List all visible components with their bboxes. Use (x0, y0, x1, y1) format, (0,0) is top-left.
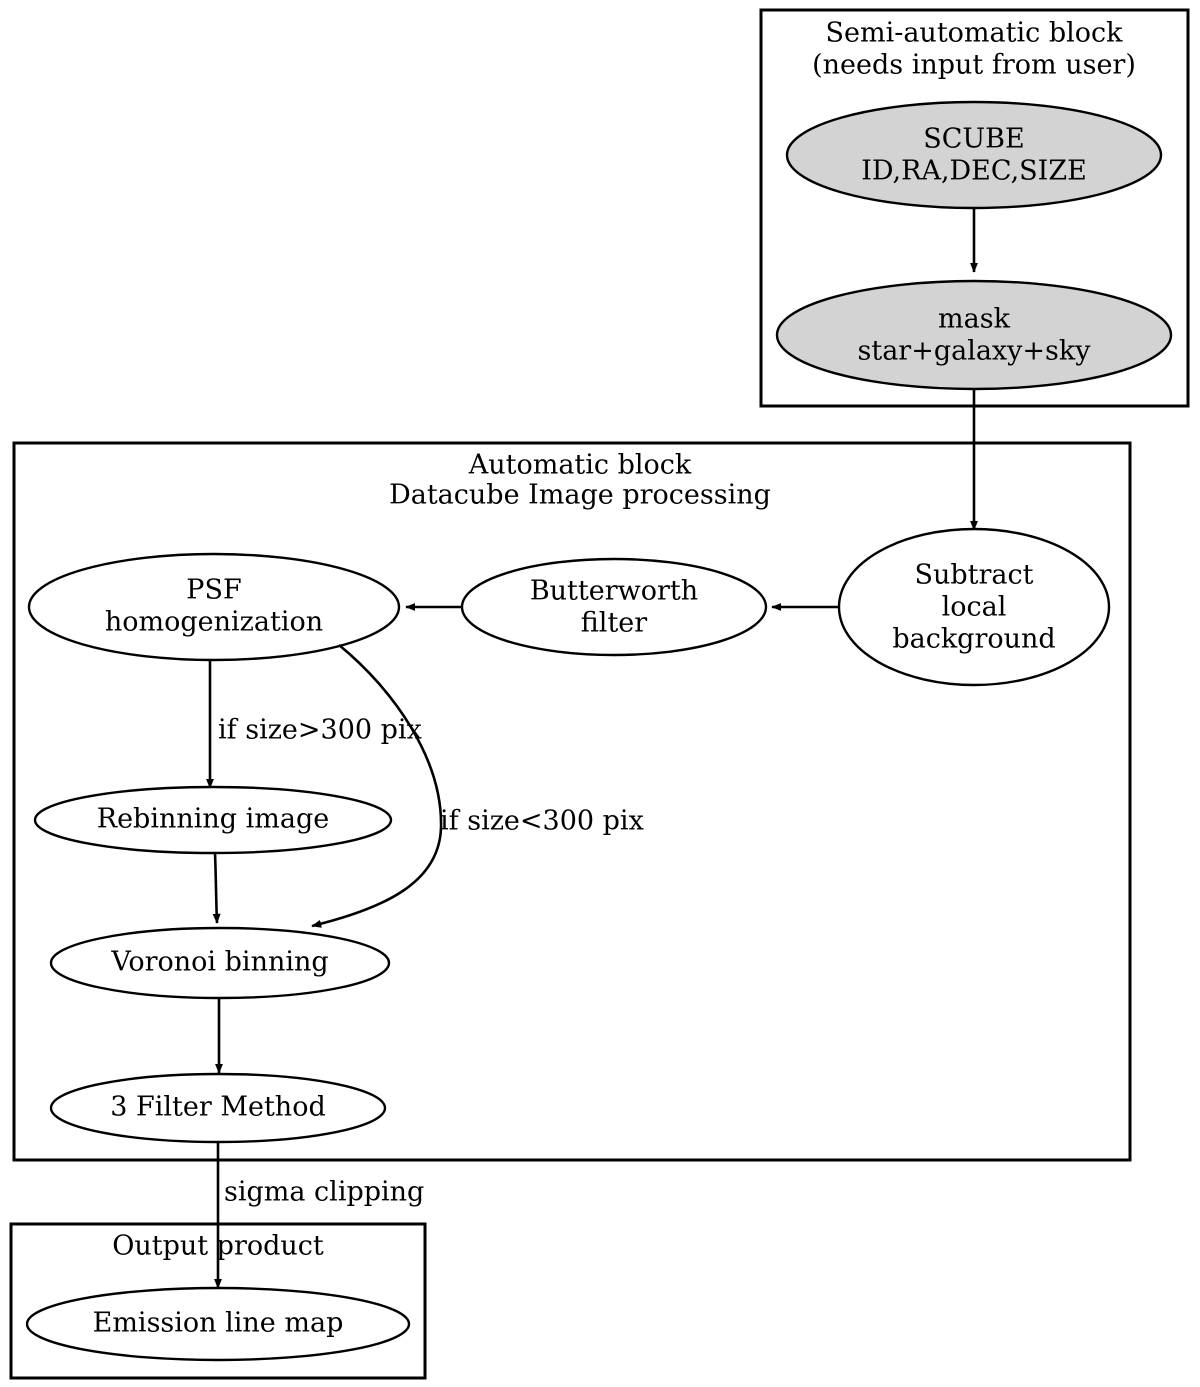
scube-label-line2: ID,RA,DEC,SIZE (861, 156, 1087, 187)
node-voronoi-binning[interactable]: Voronoi binning (49, 926, 391, 1000)
automatic-block-border (12, 441, 1132, 1162)
output-product-block-border (9, 1222, 427, 1380)
node-psf-homogenization[interactable]: PSF homogenization (27, 552, 401, 662)
emission-line-map-ellipse[interactable] (25, 1286, 411, 1362)
subtract-label-line1: Subtract (915, 560, 1034, 591)
subtract-label-line3: background (892, 624, 1055, 655)
scube-label-line1: SCUBE (923, 124, 1024, 155)
automatic-block-label-line1: Automatic block (468, 450, 692, 481)
emission-line-map-label: Emission line map (93, 1308, 344, 1339)
butterworth-label-line1: Butterworth (530, 576, 698, 607)
three-filter-method-label: 3 Filter Method (110, 1092, 326, 1123)
rebinning-image-ellipse[interactable] (33, 785, 393, 855)
edge-rebinning-to-voronoi-line (212, 852, 221, 924)
node-subtract-local-background[interactable]: Subtract local background (837, 527, 1111, 687)
node-three-filter-method[interactable]: 3 Filter Method (49, 1072, 387, 1144)
edge-psf-to-voronoi: if size<300 pix (311, 643, 644, 928)
edge-rebinning-to-voronoi (212, 852, 221, 924)
psf-label-line2: homogenization (105, 607, 323, 638)
edge-psf-to-rebinning: if size>300 pix (206, 660, 422, 789)
semi-automatic-block-label-line2: (needs input from user) (812, 50, 1136, 81)
node-mask[interactable]: mask star+galaxy+sky (775, 279, 1173, 391)
output-product-block-label: Output product (112, 1231, 324, 1262)
rebinning-image-label: Rebinning image (97, 804, 330, 835)
node-scube[interactable]: SCUBE ID,RA,DEC,SIZE (785, 100, 1163, 210)
cluster-automatic-block: Automatic block Datacube Image processin… (12, 441, 1132, 1162)
semi-automatic-block-label-line1: Semi-automatic block (826, 18, 1124, 49)
edge-label-if-size-greater: if size>300 pix (218, 715, 422, 746)
node-emission-line-map[interactable]: Emission line map (25, 1286, 411, 1362)
cluster-output-product-block: Output product (9, 1222, 427, 1380)
mask-label-line1: mask (938, 304, 1011, 335)
subtract-label-line2: local (942, 592, 1007, 623)
edge-psf-to-voronoi-curve (311, 643, 443, 928)
edge-label-if-size-less: if size<300 pix (440, 806, 644, 837)
psf-homogenization-ellipse[interactable] (27, 552, 401, 662)
mask-label-line2: star+galaxy+sky (857, 336, 1091, 367)
edge-three-filter-to-emission: sigma clipping (214, 1142, 424, 1289)
node-butterworth-filter[interactable]: Butterworth filter (460, 557, 768, 657)
edge-label-sigma-clipping: sigma clipping (224, 1177, 424, 1208)
voronoi-binning-label: Voronoi binning (110, 947, 328, 978)
psf-label-line1: PSF (186, 575, 241, 606)
node-rebinning-image[interactable]: Rebinning image (33, 785, 393, 855)
butterworth-label-line2: filter (581, 608, 647, 639)
scube-ellipse[interactable] (785, 100, 1163, 210)
subtract-local-background-ellipse[interactable] (837, 527, 1111, 687)
automatic-block-label-line2: Datacube Image processing (389, 480, 771, 511)
